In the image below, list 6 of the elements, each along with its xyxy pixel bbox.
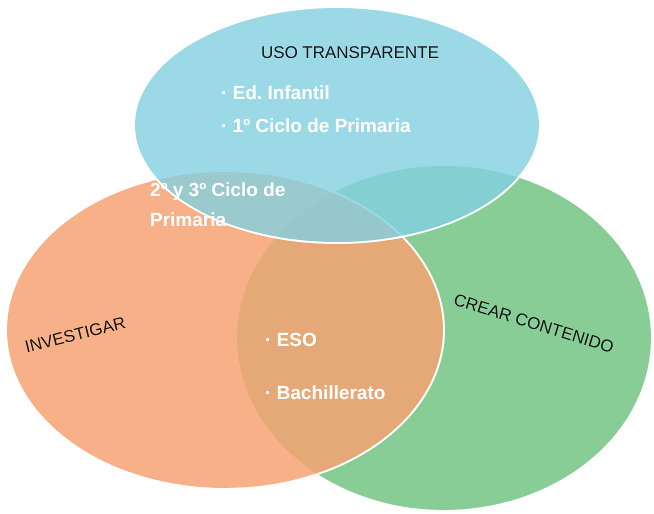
bullet-item: · Ed. Infantil: [221, 83, 330, 105]
overlap-label: · ESO: [265, 330, 317, 352]
set-label: USO TRANSPARENTE: [261, 43, 439, 63]
overlap-label: · Bachillerato: [265, 383, 386, 405]
bullet-item: · 1º Ciclo de Primaria: [221, 116, 411, 138]
top-circle: [133, 6, 541, 244]
